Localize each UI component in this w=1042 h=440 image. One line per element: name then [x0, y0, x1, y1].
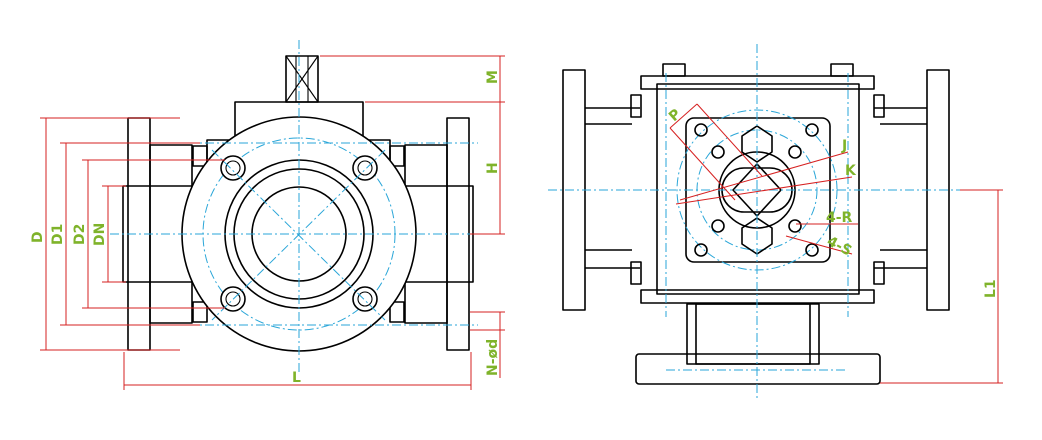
label-4-S: 4-S — [824, 233, 854, 259]
base-flange — [635, 353, 881, 385]
side-view — [548, 44, 965, 400]
stem — [285, 55, 319, 103]
label-L: L — [292, 370, 301, 386]
bolt — [389, 301, 405, 323]
side-view-dimensions — [669, 103, 1003, 384]
label-P: P — [666, 106, 684, 125]
label-DN: DN — [92, 223, 108, 246]
mounting-holes — [694, 123, 819, 257]
flange-bolt-holes — [220, 155, 378, 312]
bolt — [192, 145, 208, 167]
label-M: M — [485, 70, 501, 84]
nut — [630, 94, 642, 118]
nut — [630, 261, 642, 285]
bolt — [389, 145, 405, 167]
nut — [873, 94, 885, 118]
label-D: D — [30, 231, 46, 243]
label-4-R: 4-R — [826, 210, 853, 226]
front-view-dimensions — [40, 55, 505, 390]
base-neck — [686, 303, 820, 365]
label-D2: D2 — [72, 224, 88, 245]
body-square-main — [656, 83, 860, 295]
front-view — [110, 40, 500, 372]
label-K: K — [845, 163, 857, 179]
label-J: J — [841, 138, 847, 154]
label-L1: L1 — [983, 279, 999, 298]
bolt — [192, 301, 208, 323]
label-D1: D1 — [50, 224, 66, 245]
body-square — [640, 75, 875, 90]
top-lug — [830, 63, 854, 77]
label-N-od: N-ød — [485, 339, 501, 376]
nut — [873, 261, 885, 285]
label-H: H — [485, 162, 501, 174]
